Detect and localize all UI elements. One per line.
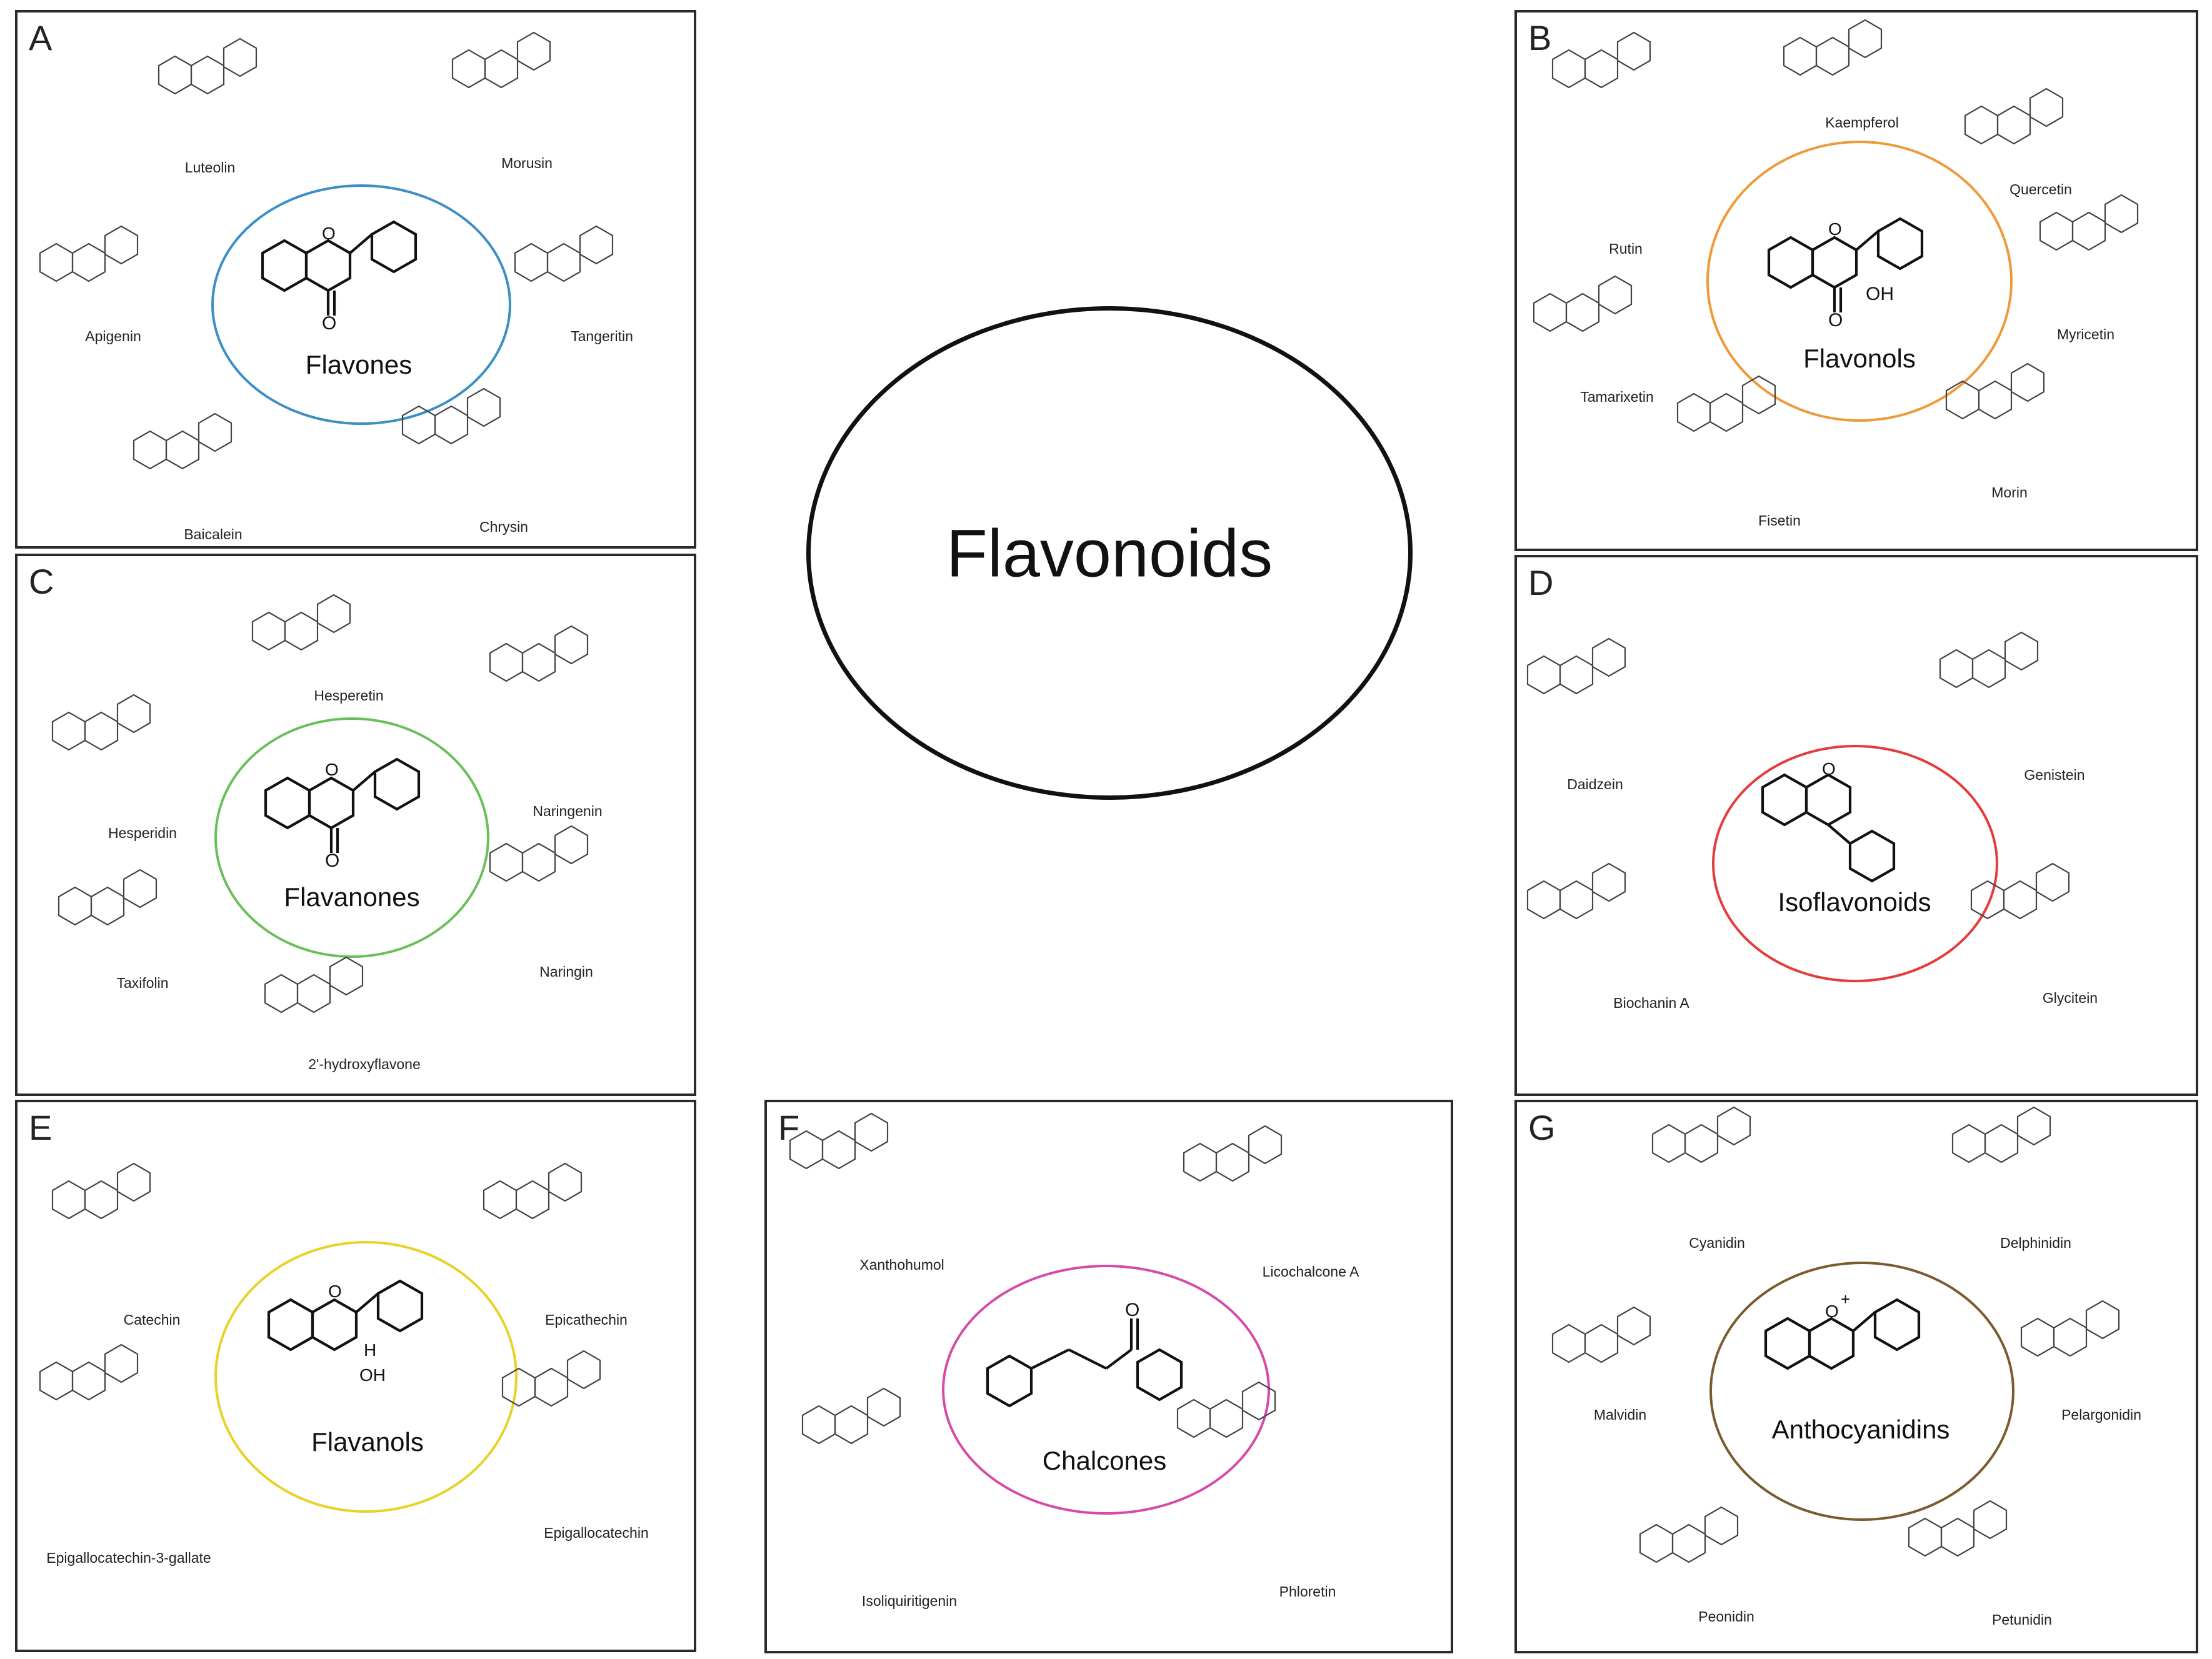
svg-text:O: O bbox=[1828, 219, 1842, 239]
compound-label: Tamarixetin bbox=[1580, 389, 1654, 405]
panel-f: F Chalcones Xanthohumol Licochalcone A I… bbox=[764, 1100, 1453, 1653]
class-ring bbox=[214, 1241, 518, 1513]
panel-c: C Flavanones Hesperetin Hesperidin Narin… bbox=[15, 554, 696, 1096]
class-name: Flavanols bbox=[311, 1427, 424, 1457]
class-name: Anthocyanidins bbox=[1771, 1415, 1950, 1444]
compound-label: Epigallocatechin bbox=[544, 1525, 649, 1541]
flavonol-core-structure: O O OH bbox=[1767, 217, 1924, 331]
compound-label: Luteolin bbox=[184, 159, 236, 176]
chalcone-core-structure: O bbox=[986, 1300, 1183, 1408]
compound-label: Delphinidin bbox=[2000, 1235, 2071, 1251]
compound-label: Apigenin bbox=[85, 328, 141, 344]
compound-label: Biochanin A bbox=[1613, 995, 1689, 1011]
panel-letter: F bbox=[778, 1108, 800, 1147]
svg-text:OH: OH bbox=[359, 1365, 386, 1385]
class-ring bbox=[1712, 745, 1998, 982]
svg-text:O: O bbox=[322, 224, 336, 243]
compound-label: Taxifolin bbox=[116, 975, 169, 991]
panel-letter: B bbox=[1528, 18, 1552, 57]
panel-e: E Flavanols Catechin Epicathechin Epigal… bbox=[15, 1100, 696, 1652]
svg-text:O: O bbox=[325, 760, 339, 779]
class-ring bbox=[211, 184, 511, 425]
panel-b: B Flavonols Kaempferol Quercetin Rutin M… bbox=[1514, 10, 2198, 551]
compound-label: Epicathechin bbox=[545, 1312, 628, 1328]
svg-text:O: O bbox=[322, 313, 336, 334]
flavanol-core-structure: O H OH bbox=[267, 1279, 424, 1385]
class-ring bbox=[942, 1265, 1270, 1515]
isoflavonoid-core-structure: O bbox=[1761, 759, 1896, 883]
compound-label: 2'-hydroxyflavone bbox=[308, 1056, 421, 1072]
flavanone-core-structure: O O bbox=[264, 757, 421, 871]
compound-label: Baicalein bbox=[184, 526, 243, 542]
panel-letter: G bbox=[1528, 1108, 1556, 1147]
compound-label: Naringin bbox=[539, 964, 593, 980]
class-name: Flavanones bbox=[284, 882, 420, 912]
svg-text:O: O bbox=[1828, 310, 1843, 331]
compound-label: Pelargonidin bbox=[2061, 1407, 2141, 1423]
anthocyanidin-core-structure: O + bbox=[1764, 1290, 1921, 1370]
compound-label: Petunidin bbox=[1992, 1612, 2052, 1628]
compound-label: Hesperetin bbox=[314, 687, 384, 704]
panel-letter: D bbox=[1528, 563, 1554, 602]
panel-a: A Flavones Luteolin Morusin Apigenin Tan… bbox=[15, 10, 696, 549]
center-title: Flavonoids bbox=[946, 515, 1273, 591]
svg-text:O: O bbox=[1125, 1300, 1139, 1320]
center-ring bbox=[806, 306, 1413, 800]
compound-label: Phloretin bbox=[1279, 1583, 1336, 1600]
compound-label: Genistein bbox=[2024, 767, 2085, 783]
compound-label: Peonidin bbox=[1698, 1608, 1754, 1625]
svg-text:OH: OH bbox=[1866, 284, 1894, 304]
compound-label: Morusin bbox=[501, 155, 553, 171]
compound-label: Quercetin bbox=[2009, 181, 2072, 197]
class-ring bbox=[1706, 141, 2013, 422]
class-name: Chalcones bbox=[1042, 1446, 1167, 1475]
compound-label: Catechin bbox=[123, 1312, 181, 1328]
compound-label: Hesperidin bbox=[108, 825, 177, 841]
compound-label: Rutin bbox=[1609, 241, 1643, 257]
flavone-core-structure: O O bbox=[261, 220, 418, 334]
svg-text:O: O bbox=[325, 850, 339, 871]
svg-text:O: O bbox=[328, 1282, 342, 1301]
compound-label: Cyanidin bbox=[1689, 1235, 1745, 1251]
class-ring bbox=[1709, 1262, 2014, 1521]
svg-text:+: + bbox=[1841, 1290, 1850, 1308]
class-name: Flavonols bbox=[1803, 344, 1916, 373]
compound-label: Tangeritin bbox=[571, 328, 633, 344]
compound-label: Chrysin bbox=[479, 519, 528, 535]
compound-label: Malvidin bbox=[1593, 1407, 1647, 1423]
svg-text:O: O bbox=[1822, 759, 1836, 779]
svg-text:H: H bbox=[364, 1340, 376, 1360]
class-ring bbox=[214, 717, 489, 958]
compound-label: Fisetin bbox=[1758, 512, 1801, 529]
compound-label: Kaempferol bbox=[1825, 114, 1899, 131]
class-name: Isoflavonoids bbox=[1778, 887, 1931, 917]
compound-label: Morin bbox=[1991, 484, 2028, 501]
compound-label: Isoliquiritigenin bbox=[861, 1593, 958, 1609]
panel-d: D Isoflavonoids Daidzein Genistein Bioch… bbox=[1514, 555, 2198, 1096]
panel-g: G Anthocyanidins Cyanidin Delphinidin Ma… bbox=[1514, 1100, 2198, 1653]
compound-label: Epigallocatechin-3-gallate bbox=[46, 1550, 211, 1566]
compound-label: Naringenin bbox=[533, 803, 603, 819]
panel-letter: A bbox=[29, 18, 53, 57]
compound-label: Daidzein bbox=[1567, 776, 1623, 792]
class-name: Flavones bbox=[305, 350, 413, 379]
panel-letter: C bbox=[29, 562, 54, 601]
compound-label: Myricetin bbox=[2056, 326, 2115, 342]
compound-label: Xanthohumol bbox=[859, 1257, 944, 1273]
svg-text:O: O bbox=[1825, 1302, 1839, 1321]
compound-label: Licochalcone A bbox=[1262, 1263, 1359, 1280]
panel-letter: E bbox=[29, 1108, 53, 1147]
compound-label: Glycitein bbox=[2042, 990, 2098, 1006]
